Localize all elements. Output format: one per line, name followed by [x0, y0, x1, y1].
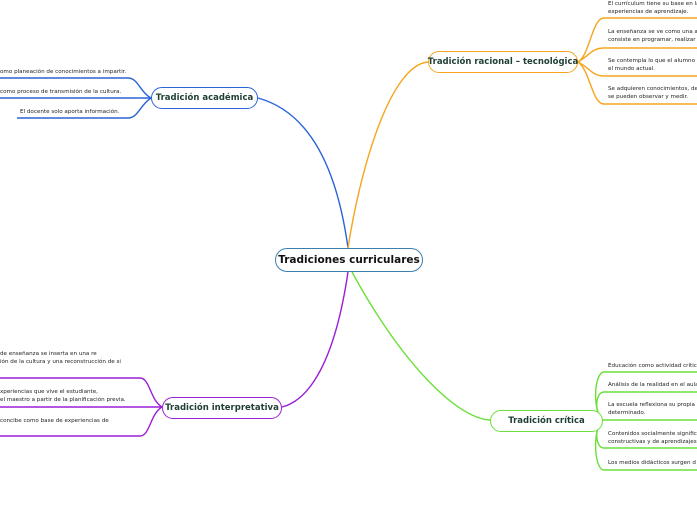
- connector-central-critica: [351, 271, 491, 421]
- connector-central-interpretativa: [281, 271, 349, 408]
- leaf-critica-5[interactable]: Los medios didácticos surgen d: [608, 460, 696, 466]
- connector-interpretativa-3: [0, 406, 163, 437]
- leaf-critica-4[interactable]: Contenidos socialmente signific construc…: [608, 431, 697, 446]
- branch-tradicion-racional-tecnologica[interactable]: Tradición racional – tecnológica: [428, 51, 578, 73]
- leaf-academica-2[interactable]: como proceso de transmisión de la cultur…: [0, 89, 122, 95]
- leaf-interpretativa-1[interactable]: de enseñanza se inserta en una re ión de…: [0, 351, 121, 366]
- branch-tradicion-academica[interactable]: Tradición académica: [151, 87, 258, 109]
- leaf-critica-2[interactable]: Análisis de la realidad en el aula: [608, 382, 697, 388]
- leaf-interpretativa-3[interactable]: concibe como base de experiencias de: [0, 418, 109, 424]
- connector-racional-2: [577, 47, 697, 63]
- connector-central-academica: [257, 97, 349, 249]
- branch-tradicion-interpretativa[interactable]: Tradición interpretativa: [162, 397, 282, 419]
- leaf-interpretativa-2[interactable]: xperiencias que vive el estudiante, el m…: [0, 389, 126, 404]
- branch-tradicion-critica[interactable]: Tradición crítica: [490, 410, 603, 432]
- connector-academica-3: [17, 97, 152, 119]
- leaf-racional-1[interactable]: El currículum tiene su base en la experi…: [608, 1, 697, 16]
- connector-interpretativa-1: [0, 377, 163, 408]
- connector-central-racional: [347, 61, 429, 249]
- leaf-racional-4[interactable]: Se adquieren conocimientos, de se pueden…: [608, 86, 697, 101]
- leaf-racional-2[interactable]: La enseñanza se ve como una a consiste e…: [608, 29, 697, 44]
- central-topic[interactable]: Tradiciones curriculares: [275, 248, 423, 272]
- connector-racional-3: [577, 61, 697, 77]
- leaf-academica-1[interactable]: omo planeación de conocimientos a impart…: [0, 69, 127, 75]
- leaf-critica-1[interactable]: Educación como actividad crític: [608, 363, 697, 369]
- leaf-critica-3[interactable]: La escuela reflexiona su propia determin…: [608, 402, 695, 417]
- connector-racional-1: [577, 17, 697, 63]
- connector-racional-4: [577, 61, 697, 105]
- connector-academica-1: [0, 77, 152, 99]
- leaf-racional-3[interactable]: Se contempla lo que el alumno d el mundo…: [608, 58, 697, 73]
- leaf-academica-3[interactable]: El docente solo aporta información.: [20, 109, 120, 115]
